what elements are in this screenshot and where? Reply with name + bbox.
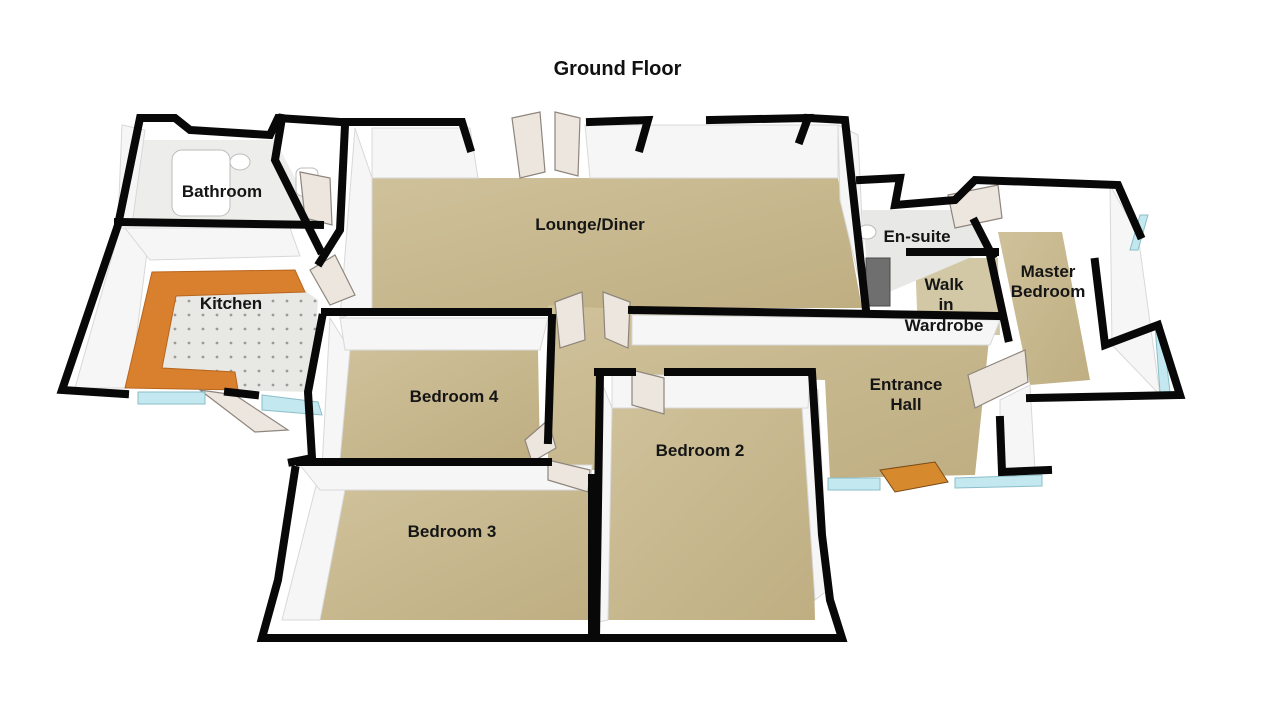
floor-bedroom-3	[320, 490, 592, 620]
label-bathroom: Bathroom	[182, 182, 262, 201]
floor-bedroom-4	[332, 350, 540, 460]
floor-kitchen	[128, 280, 318, 392]
label-bedroom-4: Bedroom 4	[410, 387, 499, 406]
floor-title: Ground Floor	[553, 58, 682, 80]
floor-hall	[548, 305, 990, 478]
wall-tops	[56, 113, 1186, 642]
label-walk-in-2: in	[938, 295, 953, 314]
label-lounge-diner: Lounge/Diner	[535, 215, 645, 234]
label-walk-in-1: Walk	[924, 275, 964, 294]
label-master-1: Master	[1021, 262, 1076, 281]
windows	[137, 214, 1171, 491]
label-entrance-2: Hall	[890, 395, 921, 414]
front-door	[879, 461, 949, 493]
floor-master-bedroom	[998, 232, 1090, 385]
label-kitchen: Kitchen	[200, 294, 262, 313]
floor-bedroom-2	[608, 408, 815, 620]
inner-wall-faces	[74, 124, 1161, 623]
label-entrance-1: Entrance	[870, 375, 943, 394]
label-bedroom-3: Bedroom 3	[408, 522, 497, 541]
label-en-suite: En-suite	[883, 227, 950, 246]
label-walk-in-3: Wardrobe	[905, 316, 984, 335]
kitchen-worktop	[124, 269, 306, 391]
label-bedroom-2: Bedroom 2	[656, 441, 745, 460]
room-labels: Bathroom Kitchen Lounge/Diner En-suite W…	[182, 182, 1085, 541]
floor-lounge-diner	[365, 178, 862, 308]
doors	[197, 111, 1029, 493]
label-master-2: Bedroom	[1011, 282, 1086, 301]
